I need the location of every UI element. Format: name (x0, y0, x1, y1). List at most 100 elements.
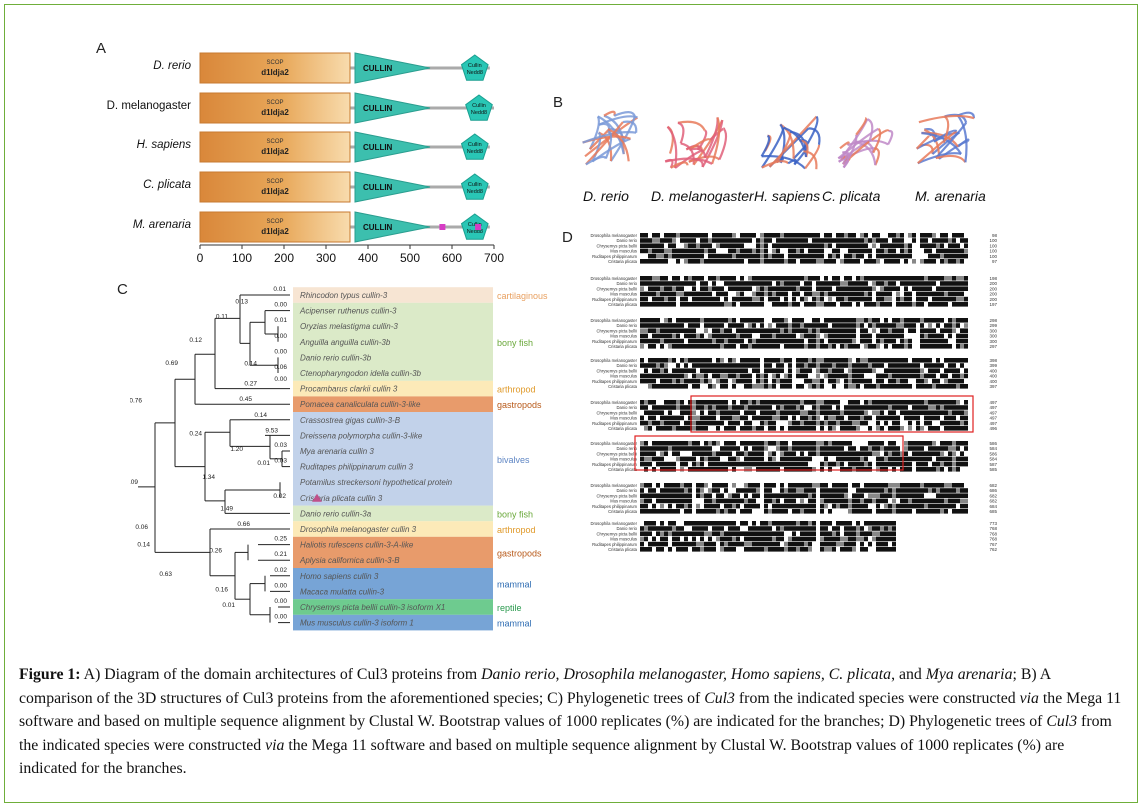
residue (828, 333, 832, 339)
residue (732, 368, 736, 373)
residue (860, 526, 864, 531)
residue (920, 338, 924, 344)
residue (808, 276, 812, 281)
residue (964, 243, 968, 248)
alignment-species-label: Cristaria plicata (608, 259, 638, 264)
residue (916, 488, 920, 493)
ribbon-segment (935, 154, 967, 163)
residue (680, 318, 684, 323)
residue (952, 333, 956, 339)
residue (916, 400, 920, 405)
residue (828, 426, 832, 431)
residue (924, 467, 928, 472)
motif-mark (475, 224, 482, 230)
residue (740, 281, 744, 286)
residue (804, 253, 808, 259)
alignment-position: 100 (989, 254, 997, 259)
residue (808, 323, 812, 328)
residue (824, 441, 828, 446)
residue (772, 541, 776, 547)
residue (892, 238, 896, 243)
residue (928, 281, 932, 286)
residue (928, 248, 932, 254)
residue (844, 541, 848, 547)
residue (720, 531, 724, 536)
residue (832, 328, 836, 333)
residue (648, 378, 652, 384)
residue (752, 441, 756, 446)
residue (904, 493, 908, 498)
residue (936, 503, 940, 509)
residue (956, 328, 960, 333)
residue (840, 461, 844, 467)
residue (664, 344, 668, 349)
residue (660, 410, 664, 415)
residue (912, 400, 916, 405)
residue (824, 451, 828, 456)
residue (732, 296, 736, 302)
residue (928, 368, 932, 373)
residue (772, 291, 776, 297)
residue (696, 521, 700, 526)
residue (784, 456, 788, 462)
residue (688, 253, 692, 259)
residue (720, 541, 724, 547)
residue (844, 410, 848, 415)
residue (800, 253, 804, 259)
residue (948, 302, 952, 307)
residue (704, 420, 708, 426)
residue (748, 410, 752, 415)
residue (924, 426, 928, 431)
residue (780, 318, 784, 323)
residue (904, 467, 908, 472)
residue (848, 536, 852, 542)
residue (960, 503, 964, 509)
ribbon-segment (761, 160, 790, 169)
residue (904, 233, 908, 238)
residue (640, 333, 644, 339)
ribbon-segment (613, 111, 636, 117)
residue (924, 344, 928, 349)
residue (672, 259, 676, 264)
residue (720, 318, 724, 323)
residue (828, 498, 832, 504)
residue (936, 363, 940, 368)
residue (684, 467, 688, 472)
residue (736, 338, 740, 344)
residue (668, 498, 672, 504)
residue (740, 498, 744, 504)
residue (640, 338, 644, 344)
residue (744, 493, 748, 498)
residue (876, 405, 880, 410)
residue (744, 503, 748, 509)
residue (876, 415, 880, 421)
residue (836, 259, 840, 264)
residue (952, 302, 956, 307)
residue (732, 426, 736, 431)
residue (952, 363, 956, 368)
residue (740, 547, 744, 552)
residue (732, 233, 736, 238)
residue (712, 358, 716, 363)
alignment-position: 197 (989, 302, 997, 307)
residue (964, 503, 968, 509)
residue (784, 541, 788, 547)
residue (784, 286, 788, 291)
residue (944, 233, 948, 238)
residue (724, 536, 728, 542)
taxon-label: Aplysia californica cullin-3-B (299, 556, 400, 565)
residue (776, 536, 780, 542)
residue (768, 358, 772, 363)
residue (748, 318, 752, 323)
residue (784, 302, 788, 307)
residue (776, 503, 780, 509)
residue (672, 526, 676, 531)
residue (792, 483, 796, 488)
residue (668, 253, 672, 259)
residue (956, 503, 960, 509)
residue (808, 503, 812, 509)
residue (932, 363, 936, 368)
residue (832, 426, 836, 431)
residue (644, 493, 648, 498)
residue (828, 358, 832, 363)
